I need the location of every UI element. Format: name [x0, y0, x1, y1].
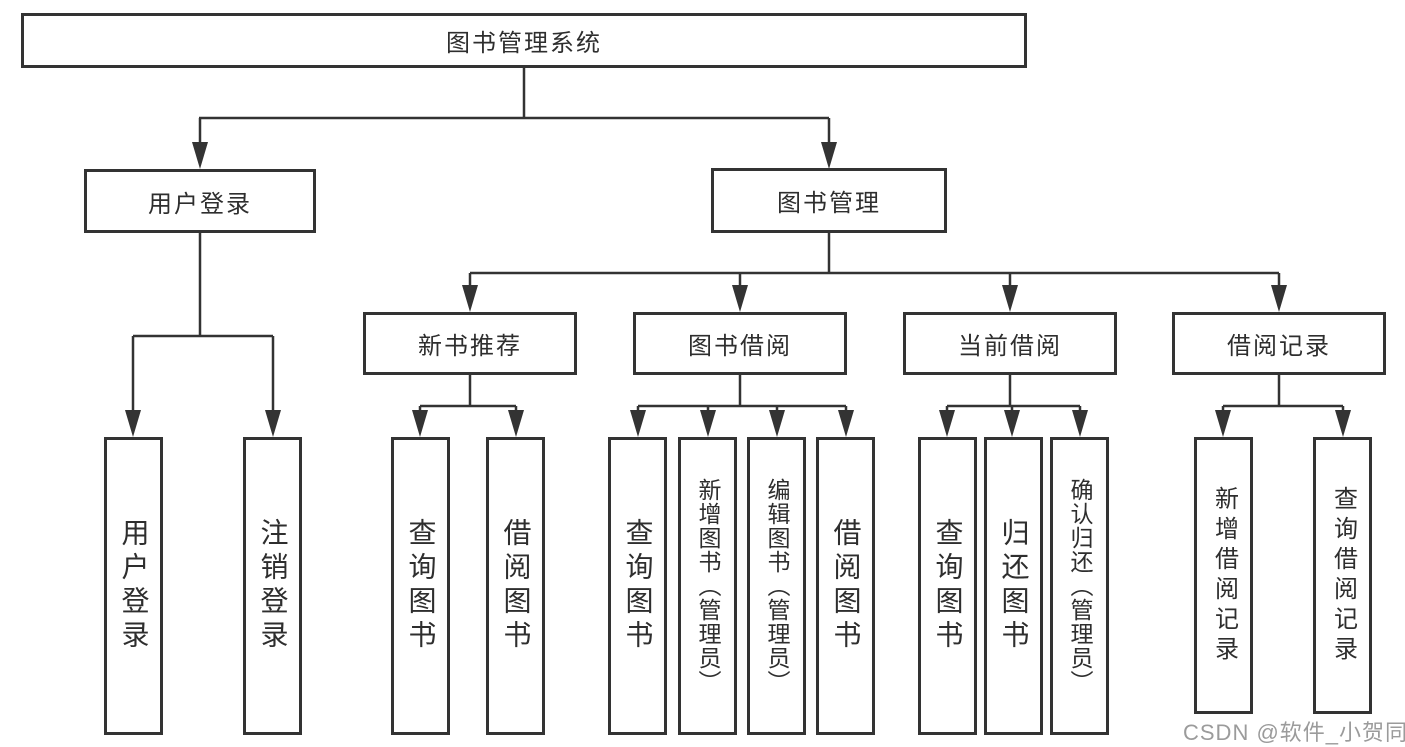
leaf-current-query-books: 查询图书: [918, 437, 977, 735]
node-label: 借阅记录: [1227, 333, 1331, 360]
node-label: 当前借阅: [958, 333, 1062, 360]
node-borrow-records: 借阅记录: [1172, 312, 1386, 375]
node-label: 图书管理: [777, 190, 881, 217]
leaf-label: 用户登录: [118, 518, 150, 654]
leaf-label: 查询借阅记录: [1329, 485, 1357, 666]
leaf-current-return-books: 归还图书: [984, 437, 1043, 735]
leaf-label: 查询图书: [932, 518, 964, 654]
leaf-logout: 注销登录: [243, 437, 302, 735]
leaf-label: 确认归还（管理员）: [1067, 478, 1093, 694]
leaf-recommend-query-books: 查询图书: [391, 437, 450, 735]
node-current-borrowing: 当前借阅: [903, 312, 1117, 375]
leaf-label: 借阅图书: [500, 518, 532, 654]
leaf-label: 注销登录: [257, 518, 289, 654]
leaf-borrowing-borrow-books: 借阅图书: [816, 437, 875, 735]
node-label: 新书推荐: [418, 333, 522, 360]
node-book-management: 图书管理: [711, 168, 947, 233]
leaf-user-login: 用户登录: [104, 437, 163, 735]
leaf-current-confirm-return-admin: 确认归还（管理员）: [1050, 437, 1109, 735]
leaf-recommend-borrow-books: 借阅图书: [486, 437, 545, 735]
connector-new-book-rec-to-leaves: [412, 375, 524, 437]
connector-book-mgmt-to-level3: [462, 233, 1287, 312]
node-library-management-system: 图书管理系统: [21, 13, 1027, 68]
leaf-borrowing-edit-books-admin: 编辑图书（管理员）: [747, 437, 806, 735]
connector-user-login-to-leaves: [125, 233, 281, 437]
node-book-borrowing: 图书借阅: [633, 312, 847, 375]
connector-borrow-records-to-leaves: [1215, 375, 1351, 437]
node-label: 用户登录: [148, 190, 252, 218]
connector-book-borrow-to-leaves: [630, 375, 854, 437]
csdn-watermark: CSDN @软件_小贺同学: [1183, 720, 1405, 745]
leaf-records-query-record: 查询借阅记录: [1313, 437, 1372, 714]
leaf-label: 编辑图书（管理员）: [764, 478, 790, 694]
leaf-borrowing-add-books-admin: 新增图书（管理员）: [678, 437, 737, 735]
connector-root-to-level2: [192, 68, 837, 169]
leaf-label: 归还图书: [998, 518, 1030, 654]
leaf-records-add-record: 新增借阅记录: [1194, 437, 1253, 714]
node-user-login: 用户登录: [84, 169, 316, 233]
leaf-label: 新增图书（管理员）: [695, 478, 721, 694]
node-new-book-recommend: 新书推荐: [363, 312, 577, 375]
leaf-label: 查询图书: [405, 518, 437, 654]
leaf-label: 新增借阅记录: [1210, 485, 1238, 666]
node-label: 图书管理系统: [446, 30, 602, 57]
leaf-label: 查询图书: [622, 518, 654, 654]
leaf-label: 借阅图书: [830, 518, 862, 654]
connector-current-borrow-to-leaves: [939, 375, 1088, 437]
leaf-borrowing-query-books: 查询图书: [608, 437, 667, 735]
node-label: 图书借阅: [688, 333, 792, 360]
